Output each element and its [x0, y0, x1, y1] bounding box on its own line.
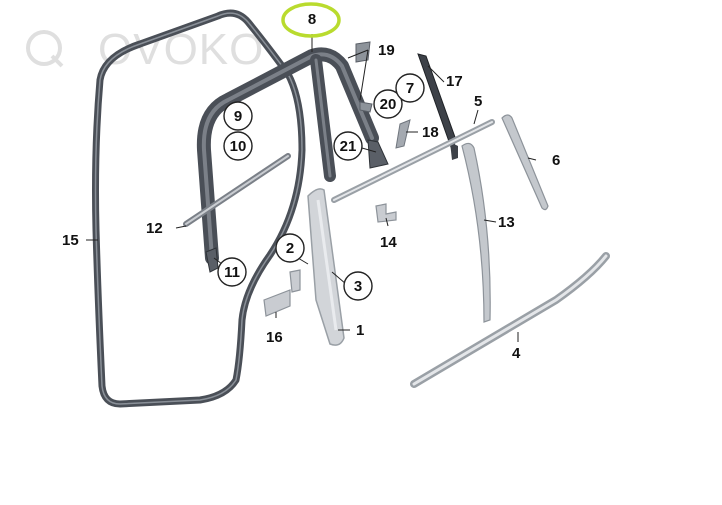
- belt-strip-12-edge: [185, 155, 289, 225]
- label-10: 10: [230, 138, 247, 155]
- label-9: 9: [234, 108, 242, 125]
- strip-18: [395, 119, 411, 149]
- watermark-logo-icon: [26, 30, 62, 66]
- moulding-4: [410, 252, 610, 388]
- window-channel-8-post-highlight: [314, 58, 332, 178]
- leader-6: [527, 157, 537, 161]
- leader-13: [483, 219, 497, 223]
- label-11: 11: [224, 264, 240, 281]
- watermark: OVOKO: [26, 25, 263, 74]
- label-14: 14: [380, 234, 397, 251]
- moulding-4-edge: [412, 254, 608, 386]
- callout-circle-20: [373, 89, 403, 119]
- callout-circle-10: [223, 131, 253, 161]
- callout-circles: [217, 73, 425, 301]
- label-18: 18: [422, 124, 439, 141]
- callout-circle-9: [223, 101, 253, 131]
- callout-circle-2: [275, 233, 305, 263]
- label-13: 13: [498, 214, 515, 231]
- label-12: 12: [146, 220, 163, 237]
- label-8: 8: [308, 11, 316, 28]
- label-3: 3: [354, 278, 362, 295]
- leader-12: [175, 225, 187, 229]
- label-15: 15: [62, 232, 79, 249]
- callout-circle-11: [217, 257, 247, 287]
- label-19: 19: [378, 42, 395, 59]
- clip-14: [375, 203, 397, 223]
- label-4: 4: [512, 345, 521, 362]
- leader-3: [331, 271, 347, 285]
- leader-14: [385, 217, 389, 227]
- leader-lines: [86, 34, 537, 342]
- callout-circle-21: [333, 131, 363, 161]
- seal-corner-21: [367, 139, 389, 169]
- label-7: 7: [406, 80, 414, 97]
- label-16: 16: [266, 329, 283, 346]
- leader-5: [473, 109, 479, 125]
- leader-21: [361, 147, 377, 153]
- label-20: 20: [380, 96, 397, 113]
- belt-moulding-5-edge: [333, 121, 493, 201]
- frame-strip-13: [461, 142, 491, 323]
- bracket-16: [263, 289, 291, 317]
- label-1: 1: [356, 322, 364, 339]
- trim-strip-6: [501, 114, 549, 211]
- leader-17: [427, 65, 445, 83]
- label-5: 5: [474, 93, 482, 110]
- pillar-trim-1-inner: [316, 199, 338, 331]
- label-17: 17: [446, 73, 463, 90]
- clip-2: [289, 269, 301, 293]
- label-6: 6: [552, 152, 560, 169]
- window-channel-8-highlight: [201, 52, 374, 260]
- label-2: 2: [286, 240, 294, 257]
- watermark-logo-tail: [50, 54, 64, 68]
- trim-piece-20: [359, 101, 373, 113]
- leader-19: [347, 49, 369, 101]
- door-seal-15-inner: [94, 12, 303, 405]
- door-trim-17-tip: [450, 142, 458, 160]
- callout-circle-7: [395, 73, 425, 103]
- callout-circle-3: [343, 271, 373, 301]
- highlight-ring: [281, 2, 341, 38]
- label-21: 21: [340, 138, 357, 155]
